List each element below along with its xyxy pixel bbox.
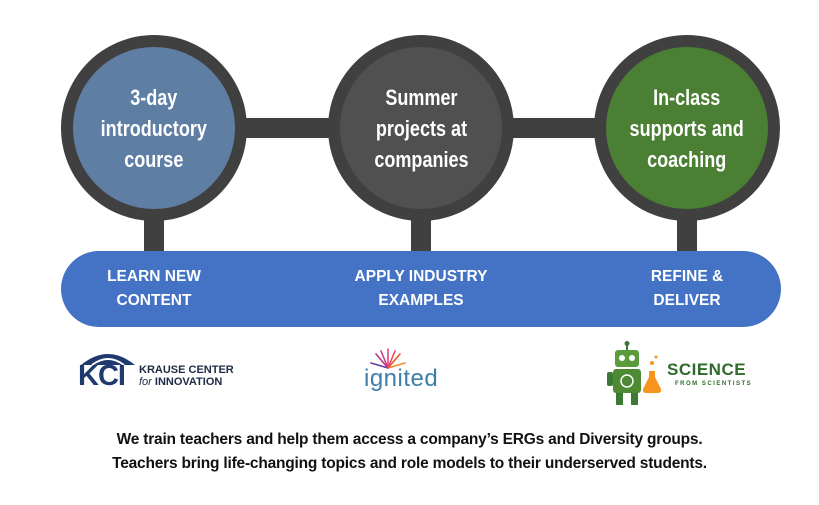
kci-logo: KCI KRAUSE CENTER for INNOVATION [78, 349, 238, 393]
ignited-logo: ignited [356, 346, 476, 396]
science-tagline: FROM SCIENTISTS [675, 381, 753, 387]
kci-name-line2: for INNOVATION [139, 376, 222, 388]
kci-innovation: INNOVATION [154, 376, 223, 388]
ignited-spark-icon [370, 348, 406, 369]
robot-scientist-icon [607, 341, 662, 405]
step-circle-projects: Summer projects at companies [328, 35, 514, 221]
science-wordmark: SCIENCE [667, 360, 747, 379]
step-circle-fill: 3-day introductory course [73, 47, 235, 209]
caption-line-2: Teachers bring life-changing topics and … [112, 455, 707, 472]
kci-arch-icon [81, 354, 135, 365]
caption-line-1: We train teachers and help them access a… [116, 431, 703, 448]
kci-name-line1: KRAUSE CENTER [139, 364, 234, 376]
phase-label-learn: LEARN NEW CONTENT [107, 268, 201, 309]
ignited-wordmark: ignited [364, 365, 439, 392]
step-circle-course: 3-day introductory course [61, 35, 247, 221]
phase-label-refine: REFINE & DELIVER [650, 268, 724, 309]
kci-for: for [139, 376, 152, 388]
step-label: 3-day introductory course [100, 84, 208, 172]
phase-label-apply: APPLY INDUSTRY EXAMPLES [354, 268, 488, 309]
connector-line [500, 118, 610, 138]
step-circle-coaching: In-class supports and coaching [594, 35, 780, 221]
step-label: Summer projects at companies [373, 84, 469, 172]
step-circle-fill: Summer projects at companies [340, 47, 502, 209]
step-label: In-class supports and coaching [629, 84, 745, 172]
kci-mark: KCI [78, 360, 126, 392]
connector-line [230, 118, 350, 138]
phase-band: LEARN NEW CONTENT APPLY INDUSTRY EXAMPLE… [61, 251, 781, 327]
science-from-scientists-logo: SCIENCE FROM SCIENTISTS [607, 341, 767, 407]
step-circle-fill: In-class supports and coaching [606, 47, 768, 209]
